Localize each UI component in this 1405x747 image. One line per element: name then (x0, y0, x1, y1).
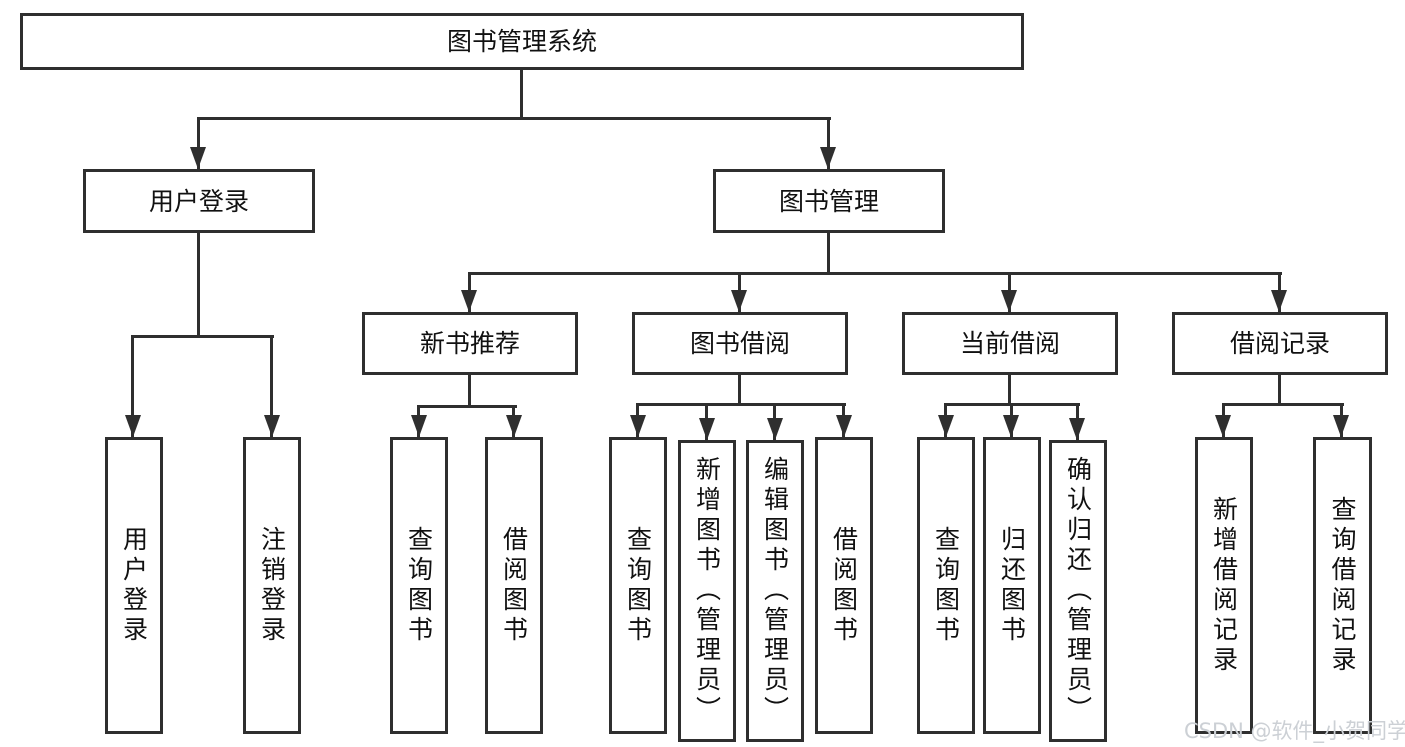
leaf-query-books-current: 查询图书 (917, 437, 975, 734)
arrowhead-down (820, 147, 836, 169)
leaf-borrow-books-borrow: 借阅图书 (815, 437, 873, 734)
connector-line (827, 233, 830, 275)
leaf-query-books-borrow: 查询图书 (609, 437, 667, 734)
arrowhead-down (699, 418, 715, 440)
arrowhead-down (190, 147, 206, 169)
connector-line (197, 233, 200, 338)
arrowhead-down (731, 290, 747, 312)
leaf-add-book-admin: 新增图书（管理员） (678, 440, 736, 742)
leaf-user-login: 用户登录 (105, 437, 163, 734)
leaf-confirm-return-admin: 确认归还（管理员） (1049, 440, 1107, 742)
leaf-edit-book-admin: 编辑图书（管理员） (746, 440, 804, 742)
csdn-watermark: CSDN @软件_小贺同学 (1184, 719, 1405, 743)
leaf-logout: 注销登录 (243, 437, 301, 734)
connector-line (270, 335, 273, 437)
leaf-borrow-books-recommend: 借阅图书 (485, 437, 543, 734)
connector-line (468, 272, 1282, 275)
node-current-borrow: 当前借阅 (902, 312, 1118, 375)
arrowhead-down (767, 418, 783, 440)
arrowhead-down (1333, 415, 1349, 437)
arrowhead-down (630, 415, 646, 437)
leaf-query-books-recommend: 查询图书 (390, 437, 448, 734)
connector-line (520, 70, 523, 120)
arrowhead-down (836, 415, 852, 437)
node-user-login: 用户登录 (83, 169, 315, 233)
node-book-management: 图书管理 (713, 169, 945, 233)
connector-line (1278, 375, 1281, 405)
connector-line (417, 405, 517, 408)
connector-line (827, 117, 830, 169)
arrowhead-down (1271, 290, 1287, 312)
arrowhead-down (1069, 418, 1085, 440)
connector-line (131, 335, 134, 437)
connector-line (1222, 403, 1344, 406)
arrowhead-down (1001, 290, 1017, 312)
arrowhead-down (1003, 415, 1019, 437)
arrowhead-down (411, 415, 427, 437)
leaf-query-borrow-record: 查询借阅记录 (1313, 437, 1372, 734)
arrowhead-down (461, 290, 477, 312)
connector-line (197, 117, 831, 120)
connector-line (738, 375, 741, 405)
node-root: 图书管理系统 (20, 13, 1024, 70)
arrowhead-down (938, 415, 954, 437)
node-new-book-recommend: 新书推荐 (362, 312, 578, 375)
connector-line (131, 335, 274, 338)
connector-line (197, 117, 200, 169)
leaf-return-books: 归还图书 (983, 437, 1041, 734)
node-borrow-records: 借阅记录 (1172, 312, 1388, 375)
node-book-borrow: 图书借阅 (632, 312, 848, 375)
leaf-add-borrow-record: 新增借阅记录 (1195, 437, 1253, 734)
connector-line (1008, 375, 1011, 405)
arrowhead-down (264, 415, 280, 437)
arrowhead-down (506, 415, 522, 437)
arrowhead-down (1215, 415, 1231, 437)
connector-line (468, 375, 471, 408)
connector-line (636, 403, 846, 406)
arrowhead-down (125, 415, 141, 437)
